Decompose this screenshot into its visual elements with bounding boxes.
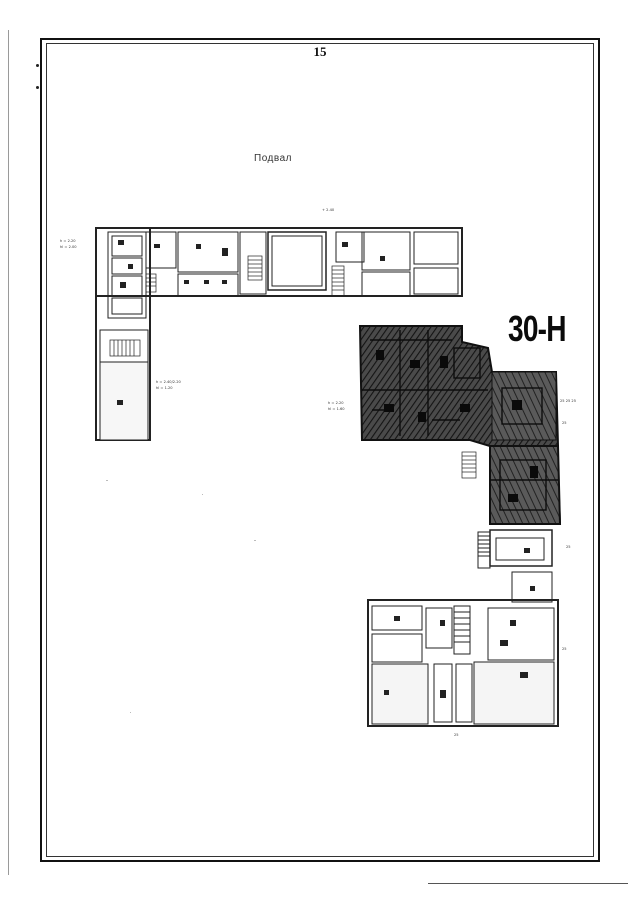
plan-dimension-mark: 25 bbox=[562, 647, 567, 651]
hatched-unit-block bbox=[358, 325, 562, 525]
plan-dimension-mark: 25 25 25 bbox=[560, 399, 576, 403]
lower-right-wing bbox=[367, 529, 559, 727]
margin-bullet bbox=[36, 86, 39, 89]
unit-stamp-label: 30-Н bbox=[508, 308, 567, 349]
plan-level-mark-center: hl = 1.60 bbox=[328, 407, 345, 411]
page-edge-line bbox=[8, 30, 9, 875]
plan-level-mark-left: h = 2.20 bbox=[60, 239, 76, 243]
plan-level-mark-center: h = 2.20 bbox=[328, 401, 344, 405]
plan-level-mark-left-mid: hl = 1.20 bbox=[156, 386, 173, 390]
plan-dimension-mark: 25 bbox=[562, 421, 567, 425]
page-number: 15 bbox=[313, 44, 327, 59]
margin-bullet bbox=[36, 64, 39, 67]
floor-label: Подвал bbox=[254, 153, 292, 164]
upper-left-wing bbox=[95, 227, 463, 441]
plan-level-mark-left: hl = 2.00 bbox=[60, 245, 77, 249]
footer-rule bbox=[428, 883, 628, 884]
plan-dimension-mark: 25 bbox=[454, 733, 459, 737]
plan-dimension-mark: 25 bbox=[566, 545, 571, 549]
page-frame-outer bbox=[40, 38, 600, 862]
plan-level-mark-left-mid: h = 2.40/2.20 bbox=[156, 380, 182, 384]
plan-level-mark-top: + 2.40 bbox=[322, 208, 335, 212]
page-frame-inner bbox=[46, 43, 594, 857]
